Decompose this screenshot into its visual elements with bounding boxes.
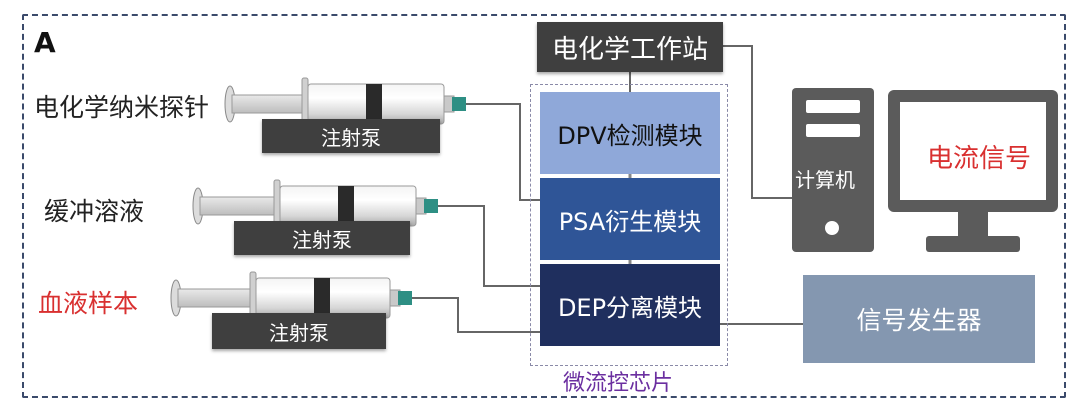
chip-label: 微流控芯片 (563, 371, 674, 396)
current-signal-label: 电流信号 (927, 144, 1032, 174)
label-nanoprobe: 电化学纳米探针 (34, 93, 210, 122)
workstation-computer-link (723, 45, 792, 199)
signal-generator: 信号发生器 (803, 275, 1035, 363)
syringe-3 (170, 271, 540, 333)
syringe-1 (224, 77, 540, 201)
panel-letter: A (34, 26, 56, 59)
monitor-icon (888, 90, 1058, 252)
computer-tower-icon (792, 88, 874, 252)
syringe-pump-2: 注射泵 (234, 221, 410, 255)
label-blood-sample: 血液样本 (38, 289, 139, 318)
computer-label: 计算机 (795, 168, 855, 192)
electrochemical-workstation: 电化学工作站 (537, 22, 723, 72)
label-buffer: 缓冲溶液 (44, 197, 145, 226)
syringe-pump-3: 注射泵 (212, 313, 386, 349)
module-dep: DEP分离模块 (540, 264, 720, 346)
microfluidic-chip-outline (530, 84, 728, 366)
syringe-2 (192, 179, 540, 287)
panel-frame (22, 14, 1066, 398)
syringe-pump-1: 注射泵 (262, 119, 440, 153)
module-psa: PSA衍生模块 (540, 178, 720, 260)
module-dpv: DPV检测模块 (540, 92, 720, 174)
